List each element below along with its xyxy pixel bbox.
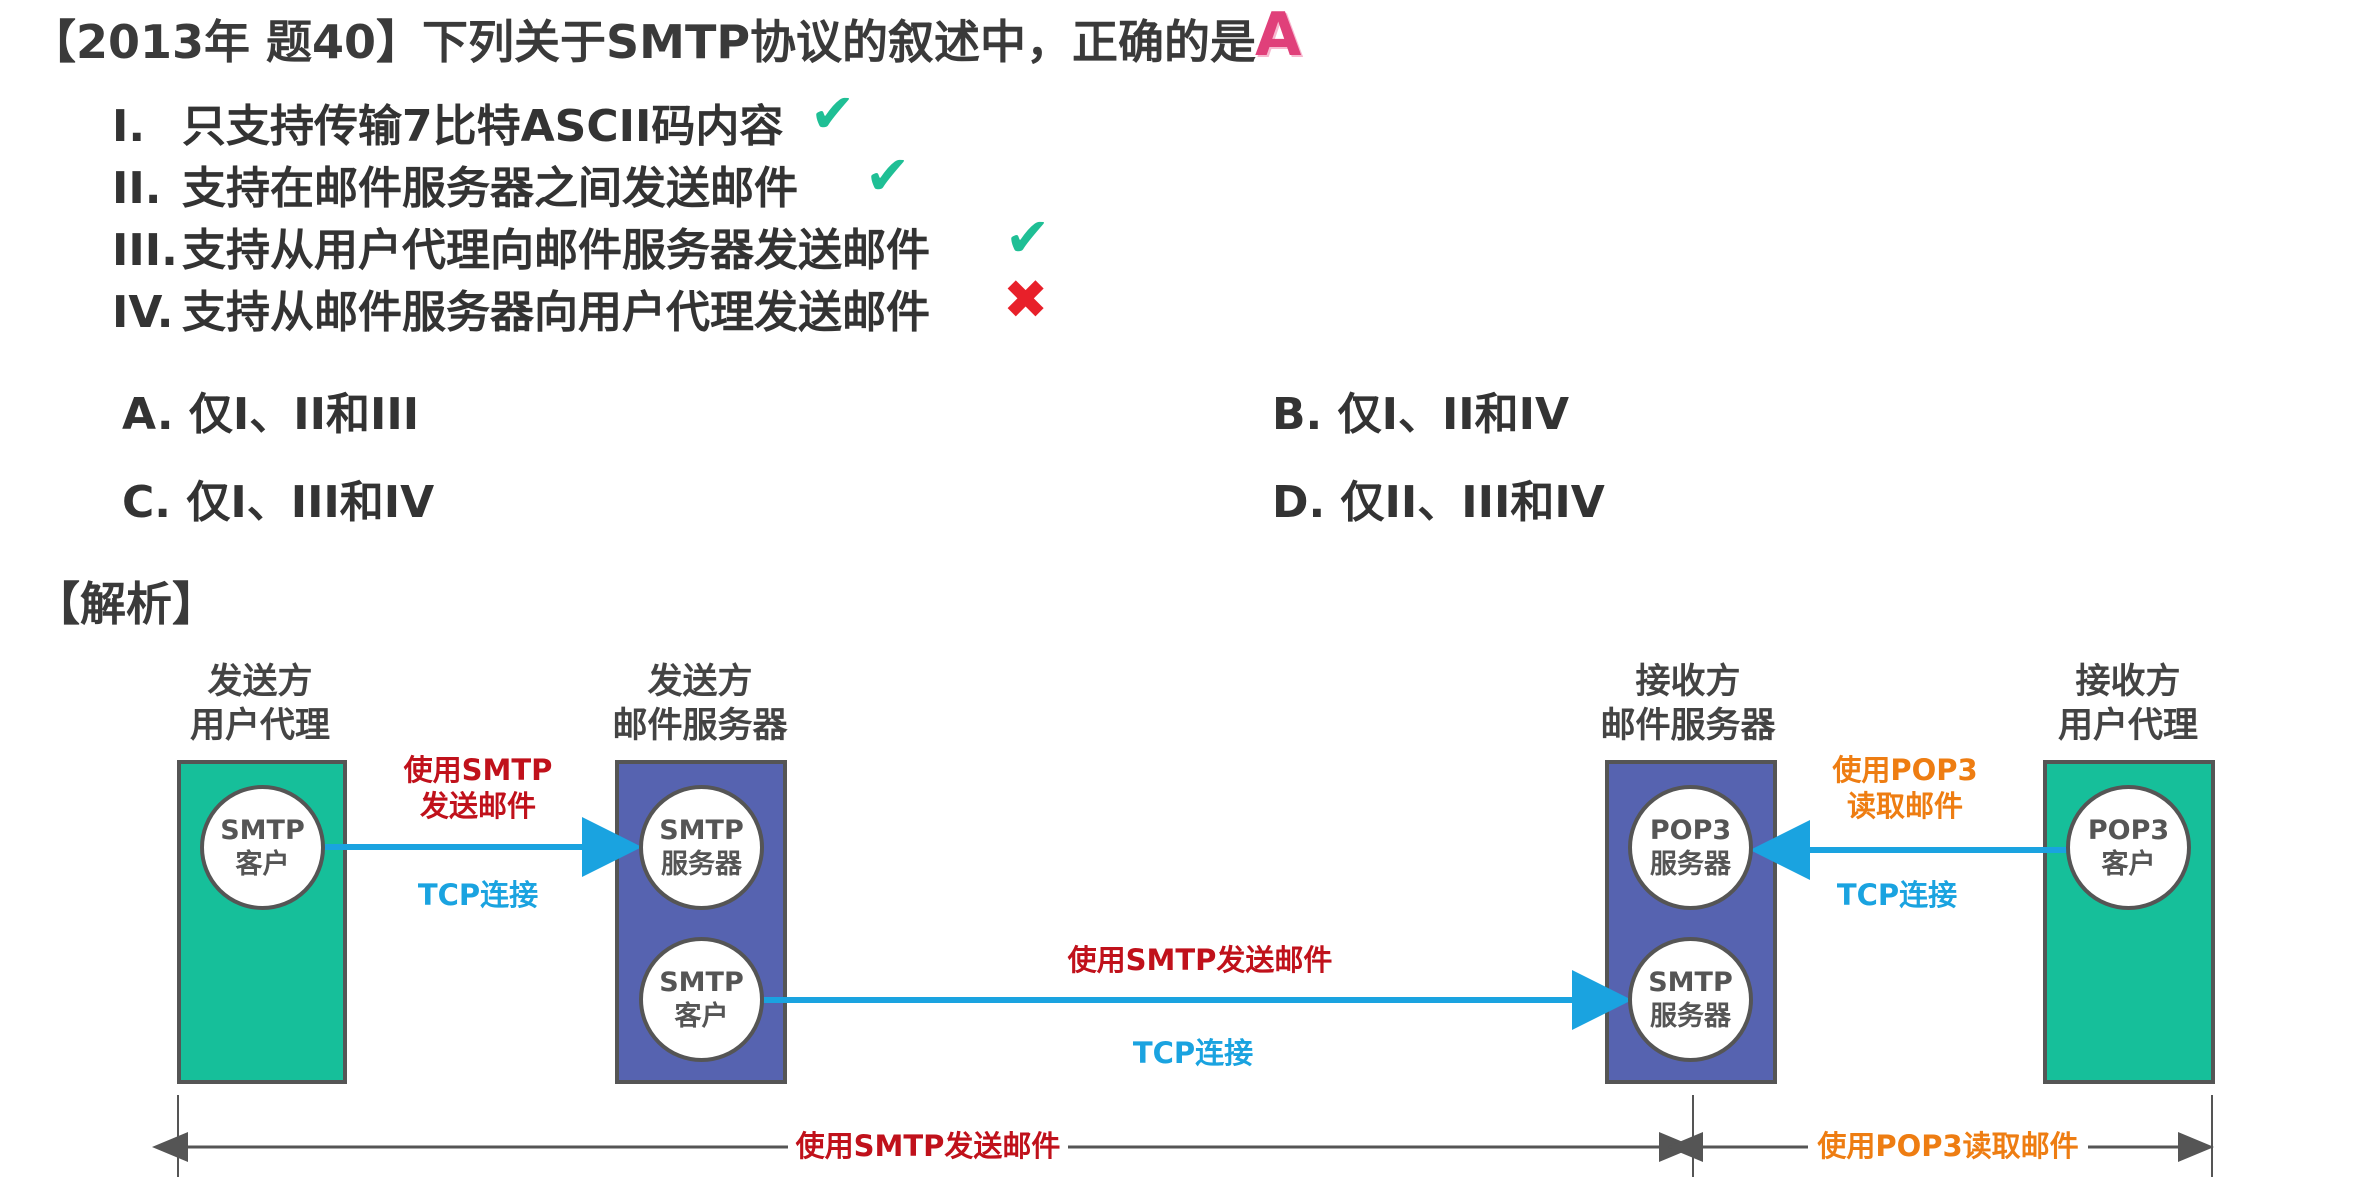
label-line: 邮件服务器	[1600, 706, 1776, 746]
statement-2: II. 支持在邮件服务器之间发送邮件	[112, 152, 798, 216]
statement-1: I. 只支持传输7比特ASCII码内容	[112, 90, 783, 154]
cross-icon: ✖	[1003, 268, 1049, 331]
check-icon: ✔	[865, 144, 911, 207]
circle-line: 客户	[2101, 848, 2156, 880]
sender-mail-server-label: 发送方 邮件服务器	[590, 660, 810, 748]
smtp-relay-label: 使用SMTP发送邮件	[1067, 943, 1333, 977]
tcp-connection-label: TCP连接	[417, 878, 539, 912]
pop3-read-label: 使用POP3 读取邮件	[1795, 752, 2015, 824]
statement-text: 只支持传输7比特ASCII码内容	[182, 101, 784, 152]
circle-line: SMTP	[659, 814, 744, 846]
answer-mark: A	[1255, 0, 1302, 70]
smtp-span-label: 使用SMTP发送邮件	[788, 1128, 1068, 1164]
receiver-user-agent-label: 接收方 用户代理	[2028, 660, 2228, 748]
sender-user-agent-label: 发送方 用户代理	[160, 660, 360, 748]
statement-text: 支持从用户代理向邮件服务器发送邮件	[182, 225, 930, 276]
circle-line: POP3	[2087, 814, 2170, 846]
label-line: 邮件服务器	[612, 706, 788, 746]
smtp-submit-label: 使用SMTP 发送邮件	[368, 752, 588, 824]
circle-line: 服务器	[661, 848, 742, 880]
label-line: 读取邮件	[1846, 789, 1963, 823]
circle-line: SMTP	[1648, 966, 1733, 998]
receiver-mail-server-label: 接收方 邮件服务器	[1578, 660, 1798, 748]
tcp-connection-label: TCP连接	[1132, 1036, 1254, 1070]
circle-line: POP3	[1649, 814, 1732, 846]
label-line: 发送方	[647, 662, 753, 702]
statement-4: IV.支持从邮件服务器向用户代理发送邮件	[112, 276, 930, 340]
label-line: 用户代理	[2057, 706, 2198, 746]
option-b: B. 仅I、II和IV	[1272, 389, 1570, 440]
circle-line: 客户	[235, 848, 290, 880]
smtp-server-circle: SMTP 服务器	[1628, 937, 1753, 1062]
option-c: C. 仅I、III和IV	[122, 477, 435, 528]
analysis-heading: 【解析】	[34, 577, 218, 631]
statement-number: IV.	[112, 287, 174, 338]
label-line: 用户代理	[189, 706, 330, 746]
label-line: 发送方	[207, 662, 313, 702]
circle-line: 服务器	[1650, 1000, 1731, 1032]
smtp-server-circle: SMTP 服务器	[639, 785, 764, 910]
circle-line: 客户	[674, 1000, 729, 1032]
option-a: A. 仅I、II和III	[122, 389, 420, 440]
smtp-client-circle: SMTP 客户	[200, 785, 325, 910]
pop3-server-circle: POP3 服务器	[1628, 785, 1753, 910]
statement-number: II.	[112, 163, 162, 214]
label-line: 接收方	[1635, 662, 1741, 702]
statement-text: 支持从邮件服务器向用户代理发送邮件	[182, 287, 930, 338]
statement-number: I.	[112, 101, 146, 152]
label-line: 发送邮件	[419, 789, 536, 823]
statement-number: III.	[112, 225, 178, 276]
option-d: D. 仅II、III和IV	[1272, 477, 1605, 528]
tcp-connection-label: TCP连接	[1836, 878, 1958, 912]
circle-line: SMTP	[220, 814, 305, 846]
question-title: 【2013年 题40】下列关于SMTP协议的叙述中，正确的是	[30, 15, 1257, 69]
smtp-client-circle: SMTP 客户	[639, 937, 764, 1062]
check-icon: ✔	[810, 82, 856, 145]
label-line: 使用POP3	[1832, 753, 1978, 787]
statement-3: III.支持从用户代理向邮件服务器发送邮件	[112, 214, 930, 278]
check-icon: ✔	[1005, 206, 1051, 269]
circle-line: 服务器	[1650, 848, 1731, 880]
pop3-span-label: 使用POP3读取邮件	[1808, 1128, 2088, 1164]
statement-text: 支持在邮件服务器之间发送邮件	[182, 163, 798, 214]
circle-line: SMTP	[659, 966, 744, 998]
label-line: 使用SMTP	[403, 753, 553, 787]
pop3-client-circle: POP3 客户	[2066, 785, 2191, 910]
label-line: 接收方	[2075, 662, 2181, 702]
